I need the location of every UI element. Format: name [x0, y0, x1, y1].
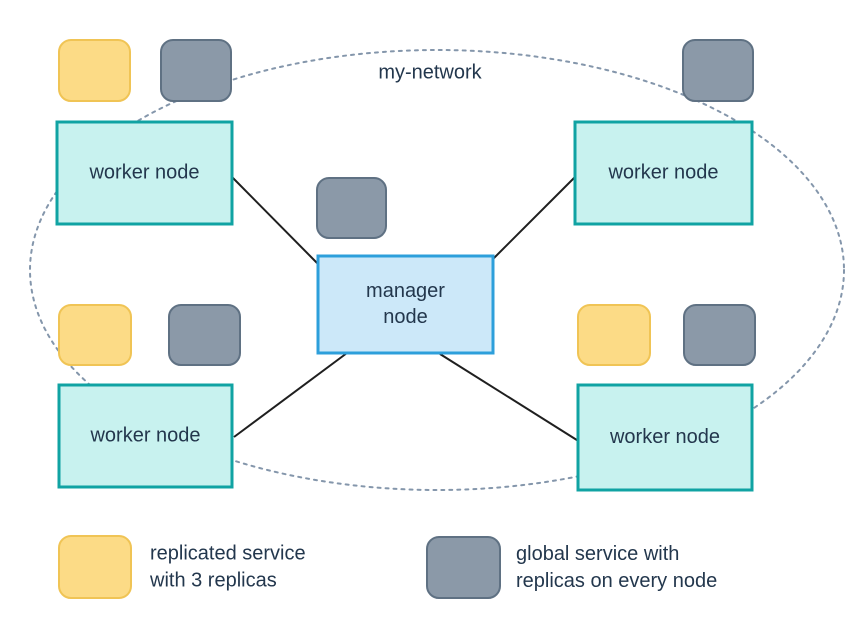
node-label-worker-bottom-left: worker node [89, 424, 200, 446]
node-label-worker-top-left: worker node [88, 161, 199, 183]
legend: replicated service with 3 replicas global … [58, 535, 717, 599]
service-chip-global-center [316, 177, 387, 239]
node-label-worker-bottom-right: worker node [609, 426, 720, 448]
service-chip-global-top-left [160, 39, 232, 102]
network-boundary-ellipse [29, 49, 845, 491]
connection-manager-to-worker-bottom-left [233, 352, 348, 438]
service-chip-replicated-bottom-right [577, 304, 651, 366]
node-box-manager[interactable] [316, 254, 495, 355]
service-chip-global-bottom-right [683, 304, 756, 366]
legend-text-global-line-0: global service with [516, 543, 679, 565]
service-chip-global-bottom-left [168, 304, 241, 366]
service-chip-replicated-bottom-left [58, 304, 132, 366]
node-box-worker-top-left[interactable] [55, 120, 234, 226]
connection-lines [231, 173, 581, 443]
service-chip-replicated-top-left [58, 39, 131, 102]
legend-text-replicated-line-1: with 3 replicas [149, 569, 277, 591]
legend-text-replicated-line-0: replicated service [150, 542, 306, 564]
node-box-worker-bottom-right[interactable] [576, 383, 754, 492]
legend-swatch-global [426, 536, 501, 599]
node-box-worker-top-right[interactable] [573, 120, 754, 226]
network-label: my-network [378, 61, 482, 83]
connection-manager-to-worker-top-right [491, 173, 579, 261]
connection-manager-to-worker-top-left [231, 176, 321, 267]
node-label-manager-line-1: node [383, 306, 428, 328]
legend-swatch-replicated [58, 535, 132, 599]
node-boxes: worker node worker node manager node worker … [55, 120, 754, 492]
node-label-manager-line-0: manager [366, 280, 445, 302]
node-box-worker-bottom-left[interactable] [57, 383, 234, 489]
connection-manager-to-worker-bottom-right [439, 353, 581, 443]
node-label-worker-top-right: worker node [607, 161, 718, 183]
service-chips [58, 39, 756, 366]
legend-text-global-line-1: replicas on every node [516, 570, 717, 592]
service-chip-global-top-right [682, 39, 754, 102]
